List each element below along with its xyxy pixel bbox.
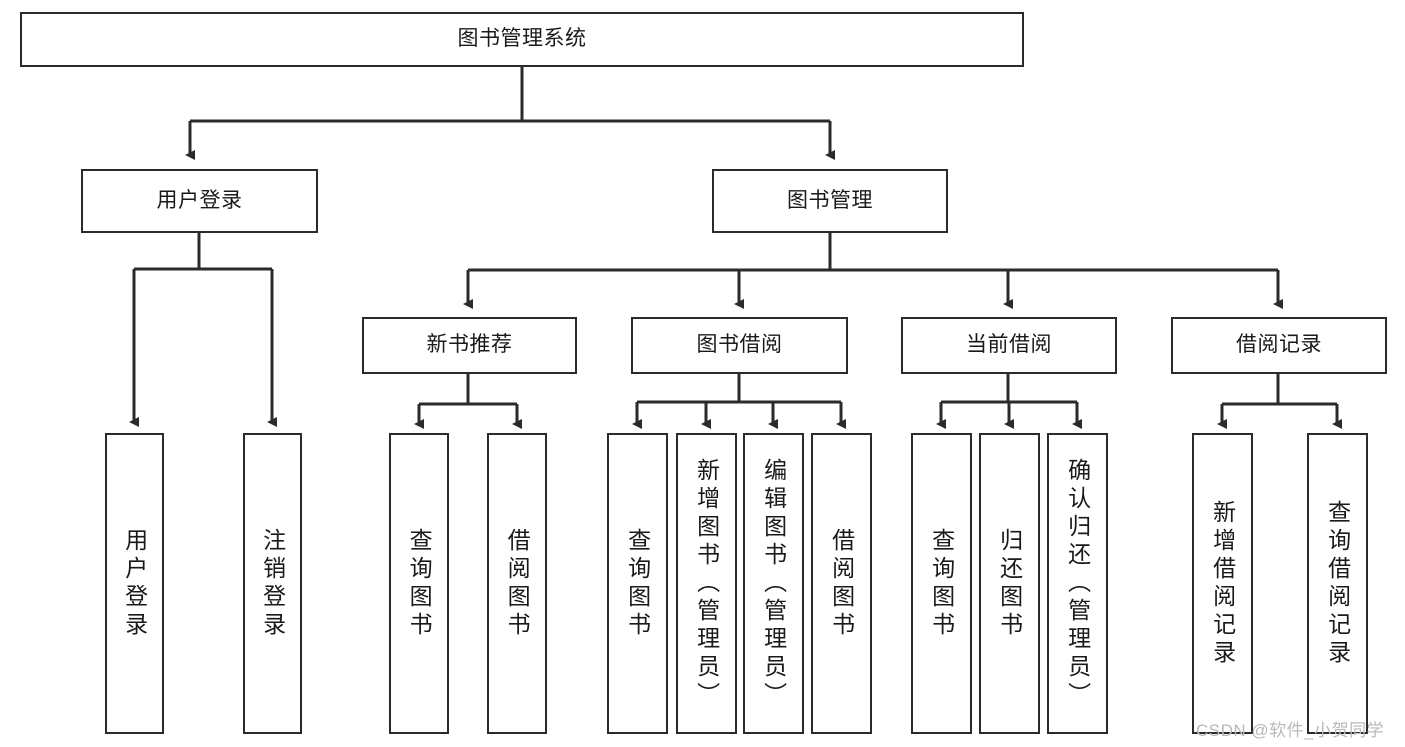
node-leaf-add-record-label: 新增借阅记录 [1209, 499, 1236, 668]
node-leaf-query-book-3-label: 查询图书 [928, 527, 955, 640]
csdn-watermark: CSDN @软件_小贺同学 [1196, 721, 1385, 740]
node-leaf-confirm-return[interactable]: 确认归还（管理员） [1047, 433, 1108, 734]
node-root[interactable]: 图书管理系统 [20, 12, 1024, 67]
node-leaf-logout[interactable]: 注销登录 [243, 433, 302, 734]
node-book-management-label: 图书管理 [787, 188, 873, 212]
node-leaf-user-login-label: 用户登录 [121, 527, 148, 640]
node-current-borrow[interactable]: 当前借阅 [901, 317, 1117, 374]
node-leaf-borrow-book-1-label: 借阅图书 [504, 527, 531, 640]
node-leaf-query-book-3[interactable]: 查询图书 [911, 433, 972, 734]
node-new-book-recommend-label: 新书推荐 [426, 333, 513, 357]
node-leaf-return-book[interactable]: 归还图书 [979, 433, 1040, 734]
node-leaf-query-book-2[interactable]: 查询图书 [607, 433, 668, 734]
node-leaf-borrow-book-1[interactable]: 借阅图书 [487, 433, 547, 734]
node-book-borrow[interactable]: 图书借阅 [631, 317, 848, 374]
node-leaf-user-login[interactable]: 用户登录 [105, 433, 164, 734]
node-leaf-borrow-book-2-label: 借阅图书 [828, 527, 855, 640]
node-book-management[interactable]: 图书管理 [712, 169, 948, 233]
node-current-borrow-label: 当前借阅 [966, 333, 1052, 357]
node-leaf-borrow-book-2[interactable]: 借阅图书 [811, 433, 872, 734]
node-leaf-query-record[interactable]: 查询借阅记录 [1307, 433, 1368, 734]
node-borrow-record[interactable]: 借阅记录 [1171, 317, 1387, 374]
node-user-login-label: 用户登录 [156, 188, 243, 212]
node-leaf-add-book[interactable]: 新增图书（管理员） [676, 433, 737, 734]
node-leaf-add-record[interactable]: 新增借阅记录 [1192, 433, 1253, 734]
node-borrow-record-label: 借阅记录 [1236, 333, 1322, 357]
node-leaf-return-book-label: 归还图书 [996, 527, 1023, 640]
node-user-login[interactable]: 用户登录 [81, 169, 318, 233]
node-leaf-confirm-return-label: 确认归还（管理员） [1064, 457, 1091, 710]
node-leaf-query-record-label: 查询借阅记录 [1324, 499, 1351, 668]
node-leaf-logout-label: 注销登录 [259, 527, 286, 640]
node-leaf-edit-book[interactable]: 编辑图书（管理员） [743, 433, 804, 734]
node-leaf-query-book-1[interactable]: 查询图书 [389, 433, 449, 734]
node-leaf-query-book-2-label: 查询图书 [624, 527, 651, 640]
node-leaf-query-book-1-label: 查询图书 [406, 527, 433, 640]
node-root-label: 图书管理系统 [457, 27, 587, 51]
node-new-book-recommend[interactable]: 新书推荐 [362, 317, 577, 374]
node-leaf-edit-book-label: 编辑图书（管理员） [760, 457, 787, 710]
node-leaf-add-book-label: 新增图书（管理员） [693, 457, 720, 710]
node-book-borrow-label: 图书借阅 [696, 333, 783, 357]
